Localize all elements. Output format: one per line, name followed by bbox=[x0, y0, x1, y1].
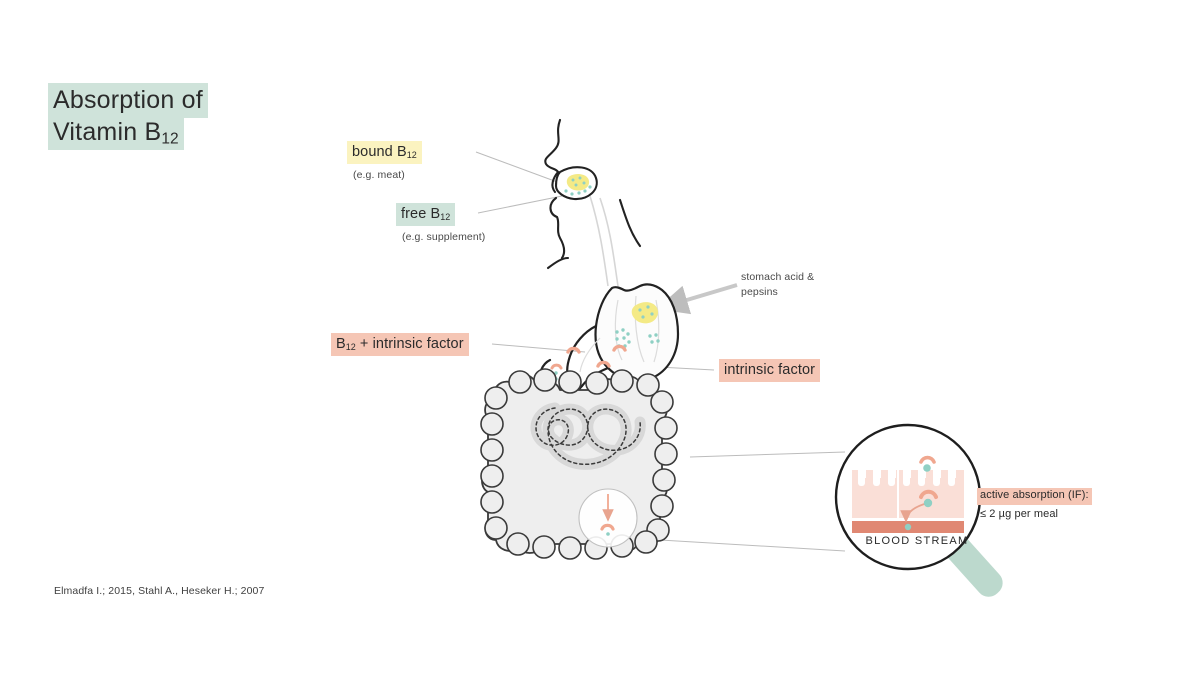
intrinsic-factor-particles bbox=[550, 344, 627, 381]
note-stomach-acid-line-2: pepsins bbox=[741, 285, 778, 298]
label-active-absorption-heading: active absorption (IF): bbox=[977, 488, 1092, 505]
label-intrinsic-factor-chip: intrinsic factor bbox=[719, 359, 821, 383]
note-stomach-acid-line-1: stomach acid & bbox=[741, 271, 815, 283]
label-b12-intrinsic-factor-chip: B12 + intrinsic factor bbox=[331, 333, 469, 357]
label-active-absorption: active absorption (IF): ≤ 2 µg per meal bbox=[977, 484, 1092, 522]
title-line-1: Absorption of bbox=[48, 83, 348, 118]
label-free-b12-caption: (e.g. supplement) bbox=[402, 231, 486, 244]
citation-text: Elmadfa I.; 2015, Stahl A., Heseker H.; … bbox=[54, 585, 265, 597]
magnifier bbox=[834, 423, 1003, 597]
note-stomach-acid-pepsins: stomach acid & pepsins bbox=[741, 270, 814, 300]
head-profile bbox=[544, 118, 642, 270]
title-line-2: Vitamin B12 bbox=[48, 115, 348, 150]
label-free-b12-chip: free B12 bbox=[396, 203, 456, 227]
label-bound-b12: bound B12 (e.g. meat) bbox=[347, 141, 422, 182]
label-blood-stream: BLOOD STREAM bbox=[865, 535, 969, 547]
label-bound-b12-chip: bound B12 bbox=[347, 141, 422, 165]
label-active-absorption-dose: ≤ 2 µg per meal bbox=[980, 507, 1059, 520]
label-free-b12: free B12 (e.g. supplement) bbox=[396, 203, 485, 244]
bound-b12-particle-mouth bbox=[566, 173, 590, 191]
leader-free-b12 bbox=[477, 195, 563, 214]
zoom-origin-circle bbox=[578, 488, 638, 548]
label-intrinsic-factor: intrinsic factor bbox=[719, 359, 821, 383]
label-bound-b12-caption: (e.g. meat) bbox=[353, 169, 405, 182]
b12-if-complex-particles bbox=[919, 455, 938, 508]
small-intestine bbox=[530, 402, 646, 470]
esophagus bbox=[589, 195, 619, 287]
magnifier-contents bbox=[852, 455, 964, 533]
free-b12-particles-mouth bbox=[564, 185, 592, 196]
leader-magnifier-top bbox=[689, 451, 846, 458]
bound-b12-particle-stomach bbox=[631, 302, 658, 324]
label-b12-intrinsic-factor: B12 + intrinsic factor bbox=[331, 333, 469, 357]
page-title: Absorption of Vitamin B12 bbox=[48, 83, 348, 154]
